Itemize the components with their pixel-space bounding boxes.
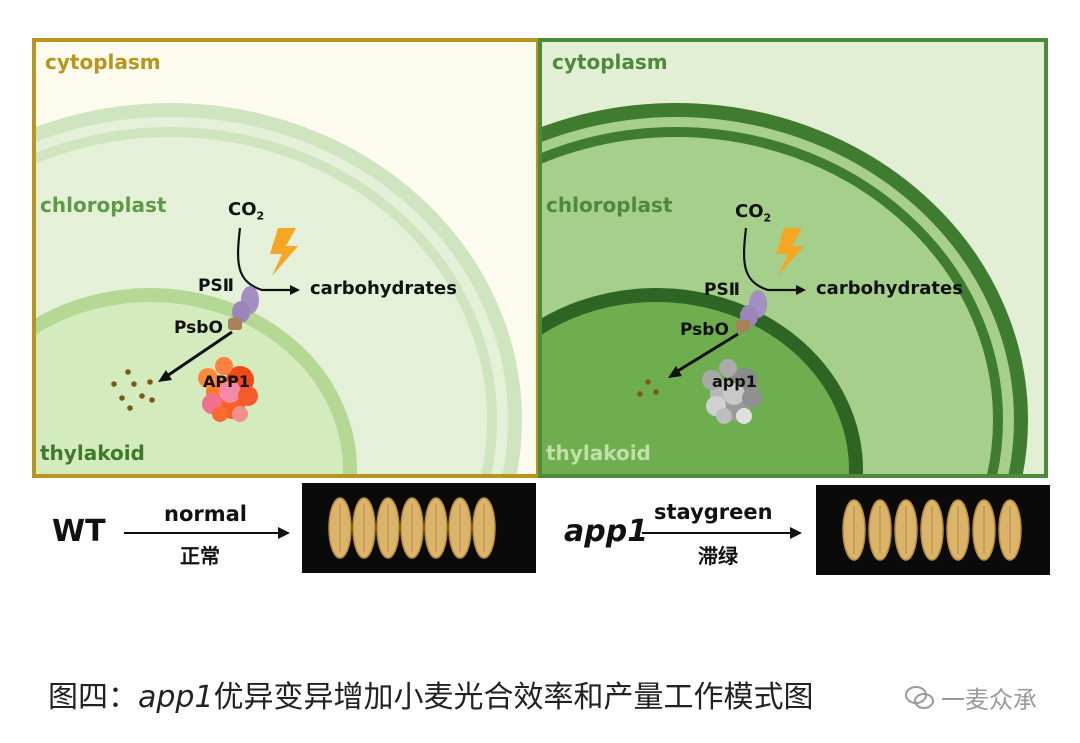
watermark: 一麦众承	[905, 680, 1037, 715]
mutant-thylakoid-label: thylakoid	[546, 441, 651, 465]
mutant-genotype-label: app1	[564, 514, 649, 549]
wt-co2-label: CO2	[228, 199, 265, 223]
wt-arrow-top-label: normal	[164, 502, 247, 526]
wt-protein-label: APP1	[203, 372, 250, 391]
wt-grains	[328, 497, 496, 559]
caption-gene: app1	[138, 680, 214, 715]
mutant-arrow-bottom-label: 滞绿	[698, 544, 738, 568]
caption-prefix: 图四：	[48, 680, 138, 715]
mutant-co2-arrow	[742, 227, 798, 292]
figure-caption: 图四：app1优异变异增加小麦光合效率和产量工作模式图	[48, 672, 814, 716]
wt-carbohydrates-label: carbohydrates	[310, 278, 457, 299]
watermark-text: 一麦众承	[941, 686, 1037, 714]
mutant-panel	[538, 38, 1048, 478]
wt-degradation-arrow	[163, 330, 233, 380]
mutant-arrow-top-label: staygreen	[654, 500, 773, 524]
mutant-degraded-dots	[637, 379, 659, 397]
mutant-psbo-label: PsbO	[680, 320, 729, 340]
wt-protein-cluster	[198, 357, 258, 422]
psbo-icon	[736, 320, 750, 332]
mutant-thylakoid	[540, 288, 863, 476]
wt-thylakoid	[34, 288, 357, 476]
wt-co2-arrow	[236, 227, 292, 292]
psbo-icon	[228, 318, 242, 330]
wt-genotype-label: WT	[52, 514, 106, 549]
wt-arrow-bottom-label: 正常	[180, 544, 220, 568]
mutant-cytoplasm-label: cytoplasm	[552, 50, 668, 74]
mutant-co2-label: CO2	[735, 201, 772, 225]
mutant-carbohydrates-label: carbohydrates	[816, 278, 963, 299]
wt-chloroplast-label: chloroplast	[40, 193, 167, 217]
mutant-grains	[842, 499, 1022, 561]
mutant-psii-label: PSⅡ	[704, 280, 740, 300]
caption-text: 优异变异增加小麦光合效率和产量工作模式图	[213, 680, 814, 715]
wt-panel	[32, 38, 540, 478]
mutant-degradation-arrow	[675, 332, 739, 374]
lightning-icon	[776, 228, 804, 276]
mutant-chloroplast-label: chloroplast	[546, 193, 673, 217]
wechat-icon	[905, 685, 934, 709]
mutant-frame	[538, 38, 1048, 478]
wt-psii-label: PSⅡ	[198, 276, 234, 296]
lightning-icon	[270, 228, 298, 276]
wt-cytoplasm-label: cytoplasm	[45, 50, 161, 74]
wt-thylakoid-label: thylakoid	[40, 441, 145, 465]
mutant-protein-label: app1	[712, 372, 757, 391]
wt-psbo-label: PsbO	[174, 318, 223, 338]
wt-degraded-dots	[111, 369, 155, 411]
mutant-protein-cluster	[702, 359, 762, 424]
